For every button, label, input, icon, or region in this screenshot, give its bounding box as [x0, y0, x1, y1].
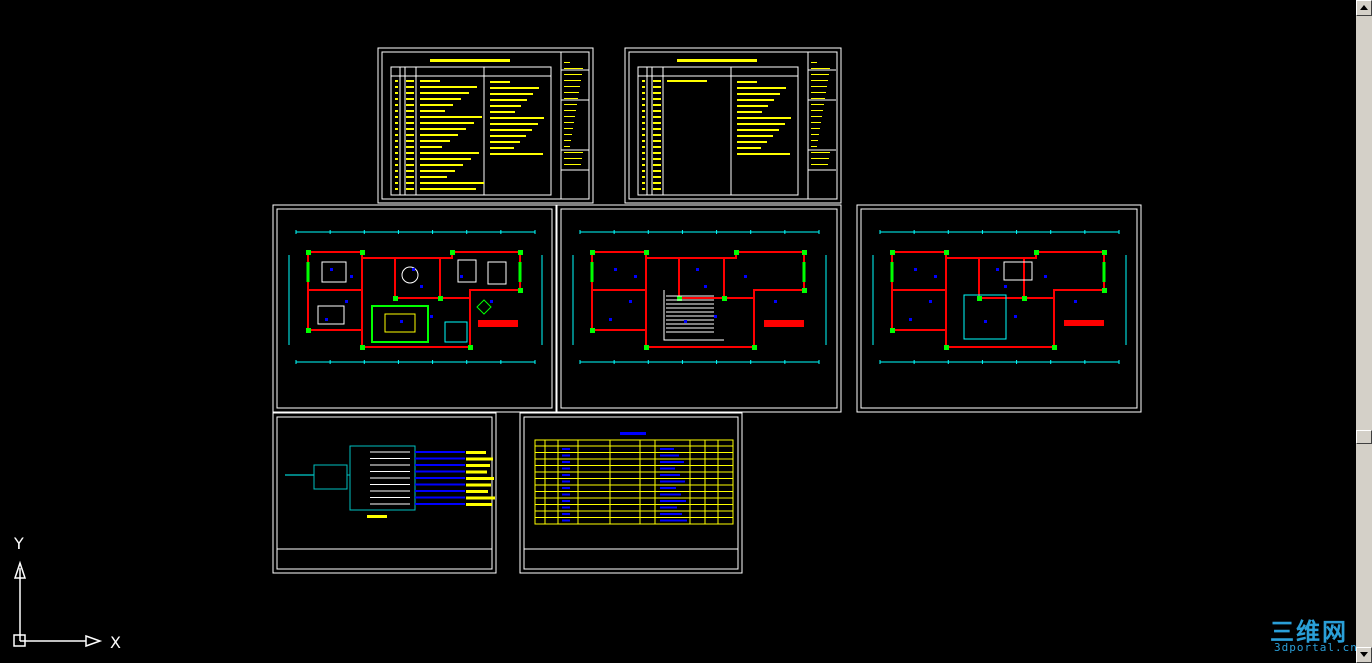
vertical-scrollbar[interactable] [1356, 0, 1372, 663]
scroll-thumb[interactable] [1356, 430, 1372, 444]
spec-table-sheet-1 [377, 47, 594, 204]
ucs-icon: XY [13, 534, 121, 652]
floor-plan-furniture-layout [272, 204, 557, 413]
scroll-down-button[interactable] [1356, 647, 1372, 663]
watermark-chinese: 三维网 [1270, 618, 1348, 646]
equipment-schedule-table [519, 412, 743, 574]
watermark-logo: 三维网 3dportal.cn [1262, 612, 1358, 660]
arrow-right-icon [85, 634, 103, 648]
ucs-x-label: X [110, 633, 121, 652]
spec-table-sheet-2 [624, 47, 842, 204]
electrical-system-diagram [272, 412, 497, 574]
arrow-down-icon [1360, 652, 1368, 657]
arrow-up-icon [1360, 5, 1368, 10]
watermark-latin: 3dportal.cn [1274, 641, 1358, 654]
floor-plan-wall-layout [556, 204, 842, 413]
arrow-up-icon [13, 560, 27, 579]
ucs-y-label: Y [13, 534, 24, 553]
ceiling-plan [856, 204, 1142, 413]
scroll-up-button[interactable] [1356, 0, 1372, 16]
